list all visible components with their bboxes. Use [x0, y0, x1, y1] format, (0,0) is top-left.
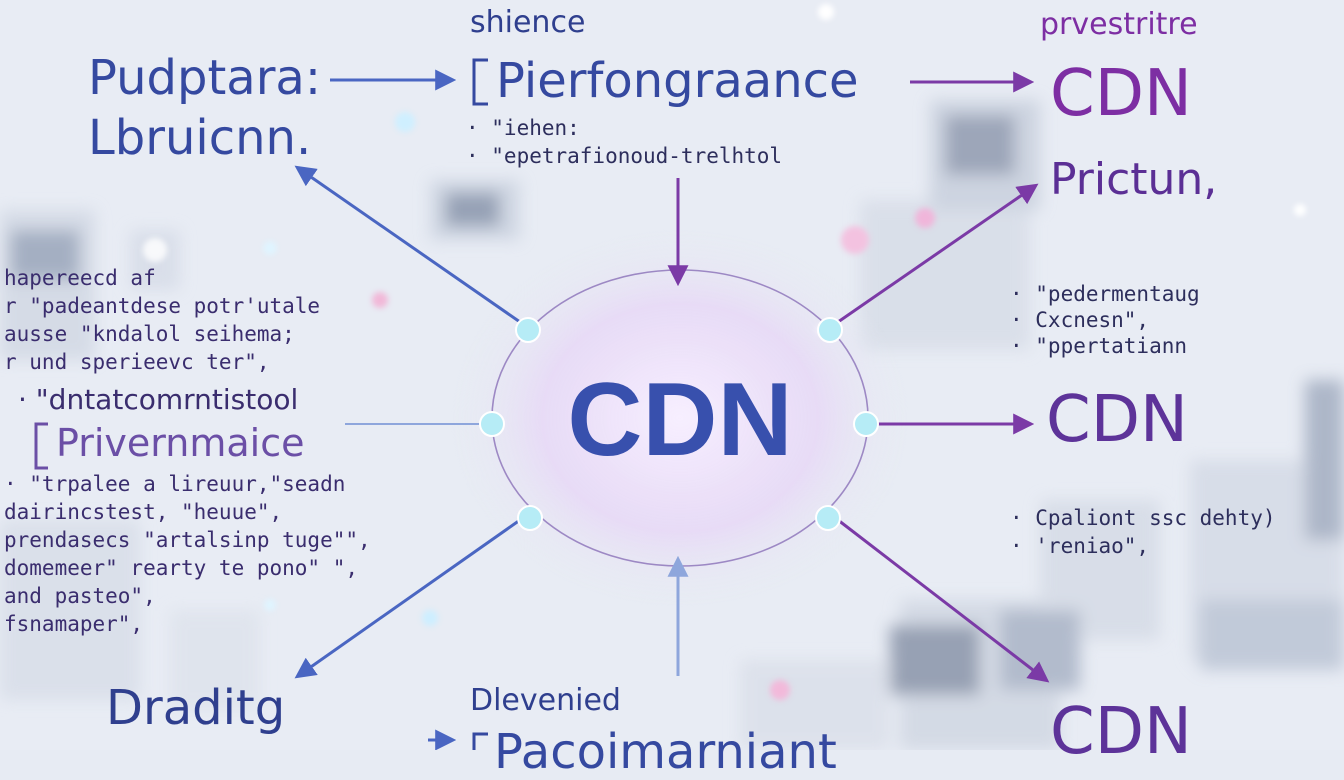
left-lower-line-3: prendasecs "artalsinp tuge"",: [4, 528, 371, 552]
bottom-center-caption: Dlevenied: [470, 683, 621, 718]
bracket-bottom-center: [472, 732, 488, 750]
bottom-left-title: Draditg: [106, 680, 286, 736]
top-bullet-2: · "epetrafionoud-trelhtol: [466, 144, 783, 168]
left-lower-line-4: domemeer" rearty te pono" ",: [4, 556, 359, 580]
left-lower-line-1: · "trpalee a lireuur,"seadn: [4, 472, 346, 496]
arrow-hub-to-top-left: [294, 165, 521, 324]
right-upper-title: Prictun,: [1050, 154, 1218, 205]
hub-center-label: CDN: [567, 362, 793, 478]
top-caption: shience: [470, 5, 586, 40]
hub-node-right: [853, 411, 879, 437]
top-right-caption: prvestritre: [1040, 7, 1198, 42]
left-lower-line-2: dairincstest, "heuue",: [4, 500, 283, 524]
right-lower-bullet-2: · 'reniao",: [1010, 534, 1150, 558]
hub-node-lower-left: [517, 505, 543, 531]
hub-node-left: [479, 411, 505, 437]
left-lower-line-5: and pasteo",: [4, 584, 156, 608]
hub-node-upper-right: [817, 317, 843, 343]
right-upper-bullet-1: · "pedermentaug: [1010, 282, 1200, 306]
left-middle-caption: · "dntatcomrntistool: [18, 383, 299, 416]
right-lower-title: CDN: [1050, 695, 1192, 769]
left-upper-line-4: r und sperieevc ter",: [4, 350, 270, 374]
left-upper-line-3: ausse "kndalol seihema;: [4, 322, 295, 346]
background-scene: [0, 4, 1344, 750]
left-upper-line-2: r "padeantdese potr'utale: [4, 294, 321, 318]
hub-node-upper-left: [515, 317, 541, 343]
cdn-hub-diagram: [34, 58, 1050, 750]
hub-node-lower-right: [815, 505, 841, 531]
bottom-center-title: Pacoimarniant: [494, 724, 837, 780]
arrow-hub-to-right-lower: [837, 518, 1050, 683]
bracket-left-middle: [34, 422, 48, 470]
top-left-title-line2: Lbruicnn.: [88, 110, 312, 166]
arrow-hub-to-right-upper: [837, 183, 1039, 324]
right-middle-title: CDN: [1046, 383, 1188, 457]
top-title: Pierfongraance: [496, 53, 859, 109]
top-right-title: CDN: [1050, 57, 1192, 131]
left-upper-line-1: hapereecd af: [4, 266, 156, 290]
right-lower-bullet-1: · Cpaliont ssc dehty): [1010, 506, 1276, 530]
left-middle-title: Privernmaice: [56, 421, 305, 465]
top-bullet-1: · "iehen:: [466, 116, 580, 140]
bracket-top-title: [472, 58, 488, 106]
right-upper-bullet-2: · Cxcnesn",: [1010, 308, 1150, 332]
right-upper-bullet-3: · "ppertatiann: [1010, 334, 1188, 358]
top-left-title-line1: Pudptara:: [88, 50, 322, 106]
arrow-hub-to-bottom-left: [294, 518, 521, 679]
left-lower-line-6: fsnamaper",: [4, 612, 144, 636]
